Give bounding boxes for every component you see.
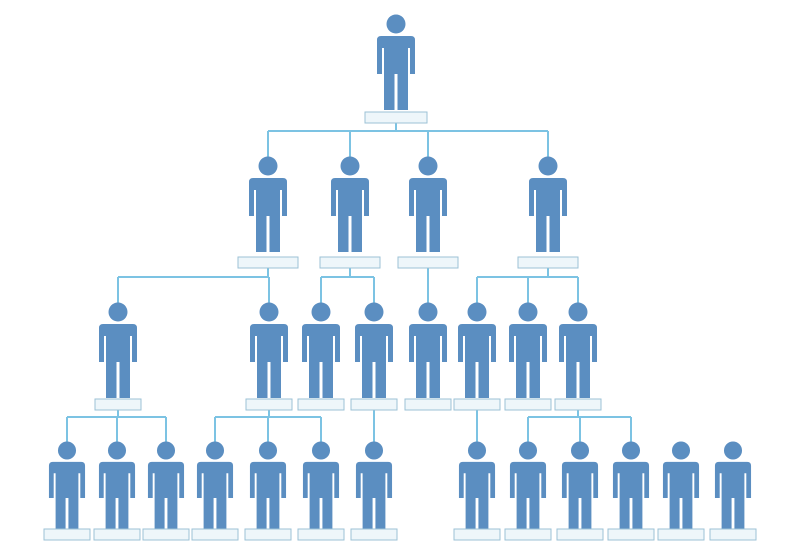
- org-node[interactable]: [504, 302, 552, 411]
- name-plate: [93, 528, 141, 541]
- person-icon: [409, 156, 447, 252]
- person-icon: [331, 156, 369, 252]
- name-plate: [404, 398, 452, 411]
- person-icon: [458, 302, 496, 398]
- org-node[interactable]: [94, 302, 142, 411]
- name-plate: [237, 256, 299, 269]
- name-plate: [94, 398, 142, 411]
- person-icon: [249, 441, 287, 533]
- org-node[interactable]: [237, 156, 299, 269]
- org-node[interactable]: [657, 441, 705, 541]
- person-icon: [147, 441, 185, 533]
- person-icon: [48, 441, 86, 533]
- org-node[interactable]: [319, 156, 381, 269]
- org-node[interactable]: [350, 441, 398, 541]
- org-node[interactable]: [245, 302, 293, 411]
- org-node[interactable]: [297, 302, 345, 411]
- org-node[interactable]: [93, 441, 141, 541]
- name-plate: [244, 528, 292, 541]
- name-plate: [350, 528, 398, 541]
- org-node[interactable]: [504, 441, 552, 541]
- org-node[interactable]: [43, 441, 91, 541]
- person-icon: [249, 156, 287, 252]
- name-plate: [191, 528, 239, 541]
- name-plate: [319, 256, 381, 269]
- name-plate: [517, 256, 579, 269]
- name-plate: [142, 528, 190, 541]
- person-icon: [662, 441, 700, 533]
- name-plate: [453, 398, 501, 411]
- org-node[interactable]: [709, 441, 757, 541]
- person-icon: [509, 441, 547, 533]
- person-icon: [612, 441, 650, 533]
- org-nodes: [43, 14, 757, 541]
- name-plate: [657, 528, 705, 541]
- name-plate: [504, 528, 552, 541]
- name-plate: [607, 528, 655, 541]
- person-icon: [355, 302, 393, 398]
- name-plate: [709, 528, 757, 541]
- org-node[interactable]: [397, 156, 459, 269]
- person-icon: [250, 302, 288, 398]
- person-icon: [561, 441, 599, 533]
- person-icon: [509, 302, 547, 398]
- name-plate: [364, 111, 428, 124]
- person-icon: [529, 156, 567, 252]
- org-node[interactable]: [554, 302, 602, 411]
- person-icon: [559, 302, 597, 398]
- org-node[interactable]: [607, 441, 655, 541]
- org-node[interactable]: [517, 156, 579, 269]
- name-plate: [297, 528, 345, 541]
- person-icon: [355, 441, 393, 533]
- org-node[interactable]: [556, 441, 604, 541]
- org-node[interactable]: [453, 302, 501, 411]
- person-icon: [714, 441, 752, 533]
- person-icon: [98, 441, 136, 533]
- name-plate: [453, 528, 501, 541]
- org-node[interactable]: [191, 441, 239, 541]
- org-node[interactable]: [364, 14, 428, 124]
- org-node[interactable]: [453, 441, 501, 541]
- name-plate: [297, 398, 345, 411]
- person-icon: [377, 14, 415, 110]
- org-node[interactable]: [244, 441, 292, 541]
- org-node[interactable]: [142, 441, 190, 541]
- name-plate: [504, 398, 552, 411]
- person-icon: [458, 441, 496, 533]
- person-icon: [99, 302, 137, 398]
- person-icon: [302, 441, 340, 533]
- name-plate: [350, 398, 398, 411]
- name-plate: [397, 256, 459, 269]
- person-icon: [409, 302, 447, 398]
- name-plate: [556, 528, 604, 541]
- org-node[interactable]: [404, 302, 452, 411]
- person-icon: [302, 302, 340, 398]
- connector-lines: [66, 123, 632, 445]
- person-icon: [196, 441, 234, 533]
- org-node[interactable]: [350, 302, 398, 411]
- org-node[interactable]: [297, 441, 345, 541]
- name-plate: [554, 398, 602, 411]
- name-plate: [43, 528, 91, 541]
- name-plate: [245, 398, 293, 411]
